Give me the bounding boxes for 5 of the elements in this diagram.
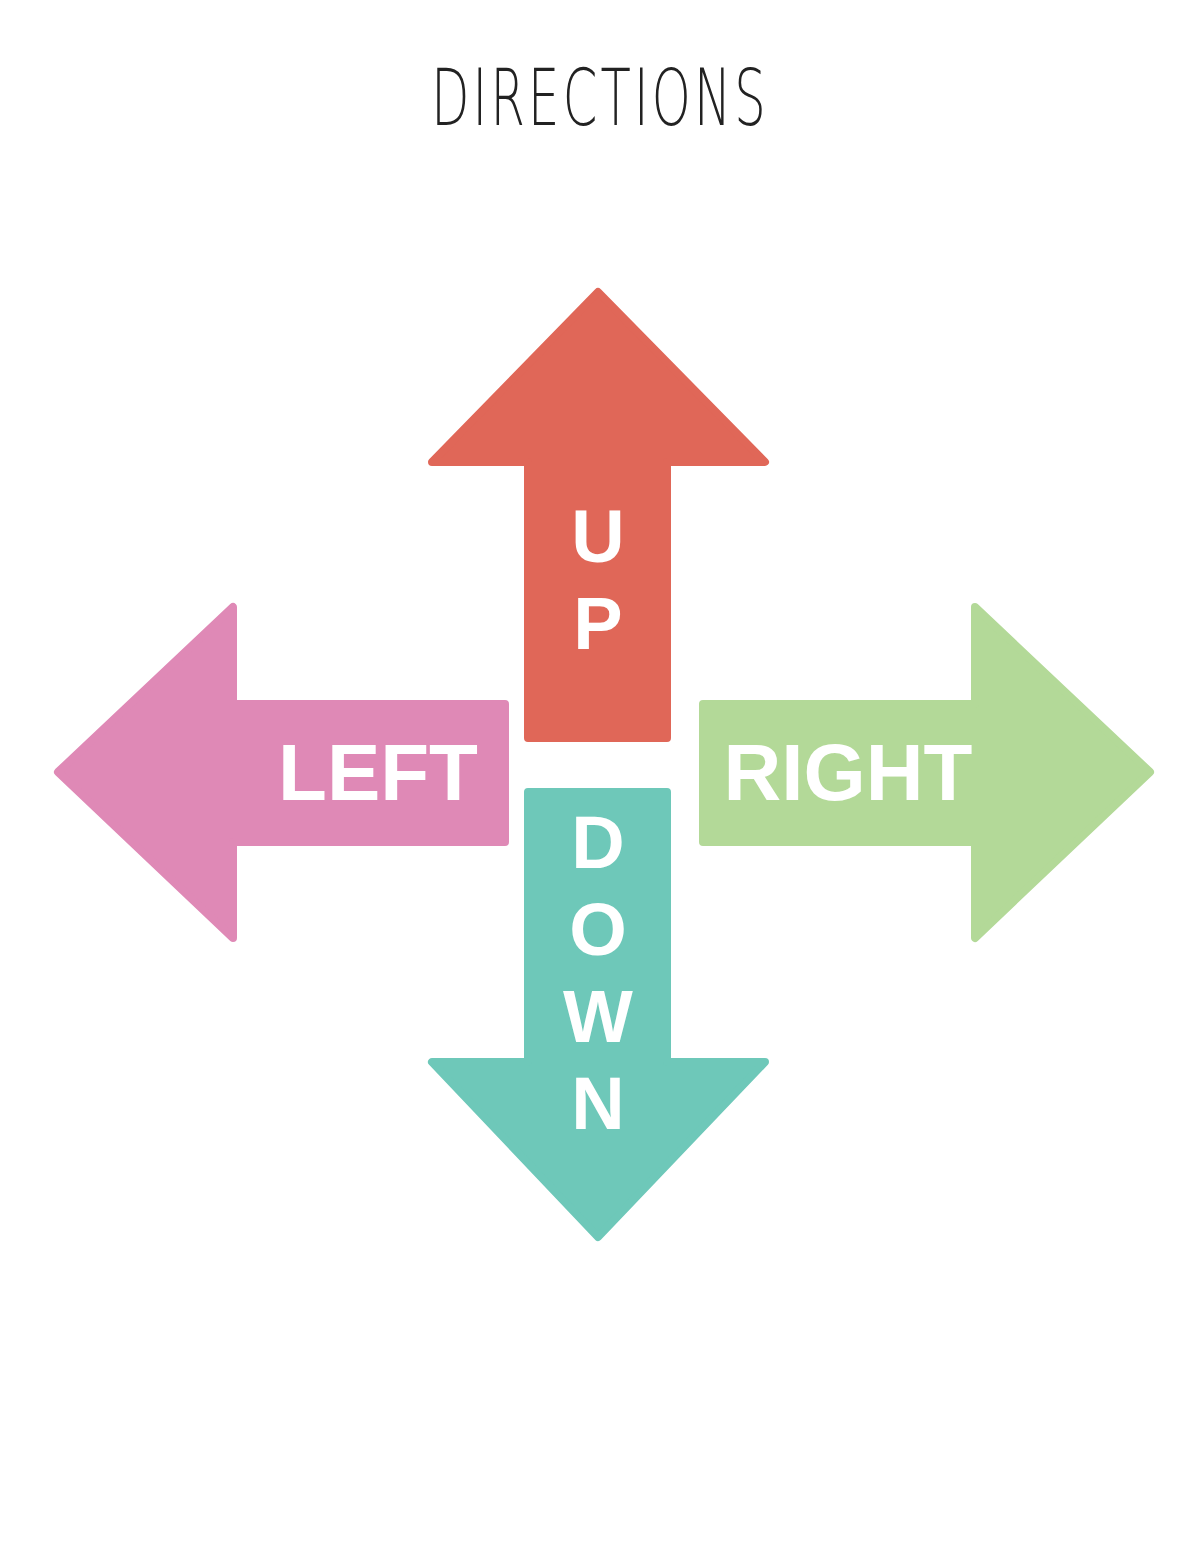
arrow-label: LEFT (278, 733, 478, 813)
arrow-label: UP (560, 495, 635, 669)
arrow-label: RIGHT (723, 733, 973, 813)
arrow-label: DOWN (560, 801, 635, 1149)
page-title: DIRECTIONS (431, 52, 769, 145)
